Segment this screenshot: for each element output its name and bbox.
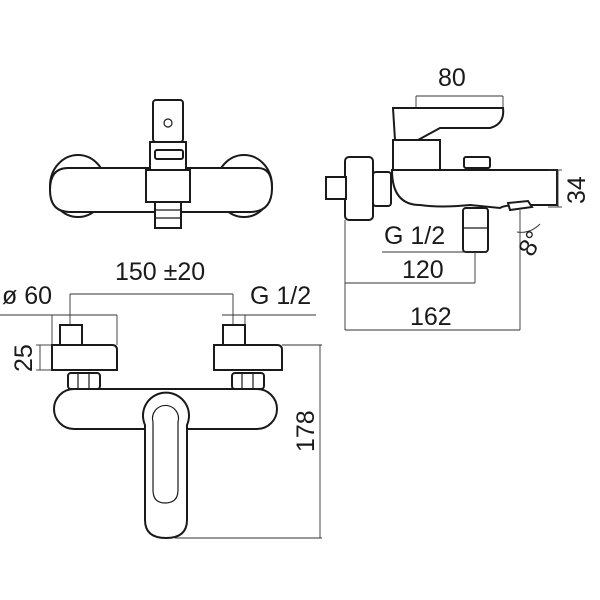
lever-cap xyxy=(152,99,184,143)
dim-34: 34 xyxy=(563,176,591,204)
dim-25: 25 xyxy=(10,344,38,372)
outlet-thread xyxy=(154,201,182,229)
left-nipple xyxy=(59,324,83,346)
side-body xyxy=(390,169,558,210)
side-nut xyxy=(372,171,392,207)
side-outlet xyxy=(462,207,489,253)
side-pipe xyxy=(325,176,347,200)
right-nipple xyxy=(222,324,246,346)
dim-g12-side: G 1/2 xyxy=(384,222,445,250)
left-flange-front xyxy=(51,344,118,371)
top-view xyxy=(48,99,274,229)
dim-g12-front: G 1/2 xyxy=(250,282,311,310)
side-flange xyxy=(344,156,374,221)
dim-80: 80 xyxy=(438,64,466,92)
side-housing xyxy=(392,139,441,171)
side-diverter xyxy=(463,156,491,169)
right-nut xyxy=(231,372,265,390)
front-handle xyxy=(142,391,190,540)
side-view: 80 34 G 1/2 120 162 8° xyxy=(325,64,591,331)
dim-162: 162 xyxy=(410,303,452,331)
handle-lever xyxy=(151,404,180,504)
dim-150: 150 ±20 xyxy=(115,258,205,286)
dim-8deg: 8° xyxy=(513,226,549,261)
side-lever xyxy=(391,107,505,141)
left-nut xyxy=(67,372,101,390)
cartridge-lower xyxy=(145,169,191,203)
angle-arc xyxy=(516,223,541,233)
spout-tip xyxy=(506,199,534,212)
dim-dia60: ø 60 xyxy=(2,282,52,310)
front-view: 150 ±20 ø 60 G 1/2 25 178 xyxy=(0,258,322,540)
dim-178: 178 xyxy=(292,410,320,452)
diverter-knob xyxy=(154,149,184,160)
right-flange-front xyxy=(213,344,283,371)
dim-120: 120 xyxy=(402,256,444,284)
cap-hole xyxy=(163,118,173,128)
